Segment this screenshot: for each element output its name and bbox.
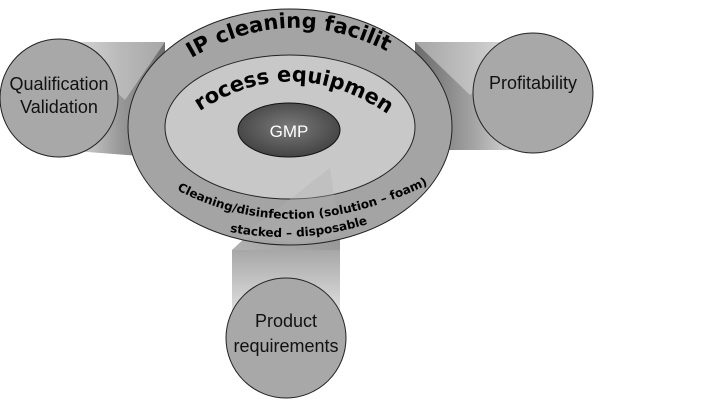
- node-circle: [472, 32, 594, 154]
- core-gmp: [237, 102, 341, 158]
- node-product-requirements: Product requirements: [225, 277, 347, 399]
- node-label-line2: requirements: [233, 336, 338, 356]
- node-label-line1: Qualification: [9, 74, 108, 94]
- node-label-line2: Validation: [20, 97, 98, 117]
- node-label: Profitability: [489, 73, 577, 93]
- node-circle: [0, 38, 119, 158]
- node-profitability: Profitability: [472, 32, 594, 154]
- core-label: GMP: [270, 122, 309, 141]
- node-label-line1: Product: [255, 311, 317, 331]
- beam-overlap-shade: [240, 168, 340, 243]
- node-circle: [225, 277, 347, 399]
- node-qualification-validation: Qualification Validation: [0, 38, 119, 158]
